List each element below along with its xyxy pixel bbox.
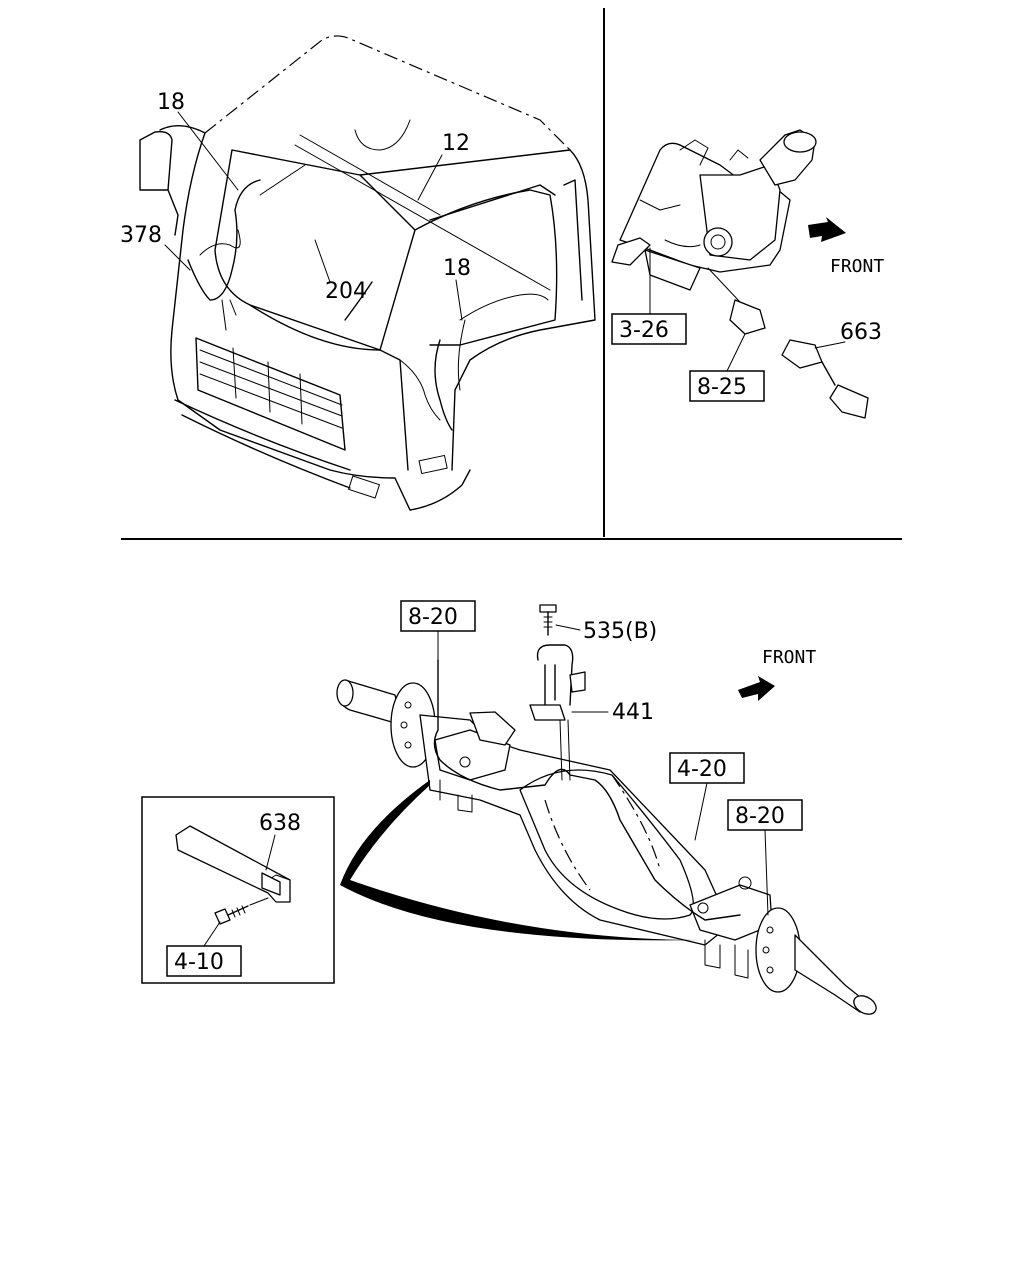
leader-12: [417, 154, 443, 201]
front-label-bottom: FRONT: [762, 647, 816, 668]
leader-638: [265, 834, 276, 871]
label-535b: 535(B): [583, 619, 657, 644]
leader-8-20-right: [764, 829, 769, 916]
ref-4-10: 4-10: [174, 950, 224, 975]
front-arrow-bottom: [738, 676, 775, 701]
ref-8-25: 8-25: [697, 375, 747, 400]
ref-box-8-20-left: [400, 600, 476, 632]
ref-box-3-26: [611, 313, 687, 345]
leader-4-10: [203, 921, 221, 947]
label-18-right: 18: [443, 256, 471, 281]
ref-4-20: 4-20: [677, 757, 727, 782]
label-204: 204: [325, 279, 367, 304]
leader-18-left: [177, 111, 239, 191]
leader-4-20: [694, 782, 708, 841]
front-arrow-top: [808, 217, 846, 242]
axle-assembly-illustration: [336, 604, 877, 1015]
ref-box-8-25: [689, 370, 765, 402]
steering-pump-illustration: [611, 129, 869, 419]
leader-18-right: [455, 279, 463, 321]
front-label-top: FRONT: [830, 256, 884, 277]
label-378: 378: [120, 223, 162, 248]
leader-378: [164, 244, 191, 271]
leader-663: [814, 341, 846, 349]
ref-3-26: 3-26: [619, 318, 669, 343]
truck-cab-illustration: [139, 35, 596, 511]
ref-8-20-left: 8-20: [408, 605, 458, 630]
bracket-638-illustration: [175, 825, 291, 925]
leader-8-25: [726, 333, 746, 372]
leader-535b: [555, 624, 581, 631]
label-18-left: 18: [157, 90, 185, 115]
leader-204: [314, 239, 331, 283]
label-663: 663: [840, 320, 882, 345]
label-12: 12: [442, 131, 470, 156]
ref-8-20-right: 8-20: [735, 804, 785, 829]
label-638: 638: [259, 811, 301, 836]
label-441: 441: [612, 700, 654, 725]
